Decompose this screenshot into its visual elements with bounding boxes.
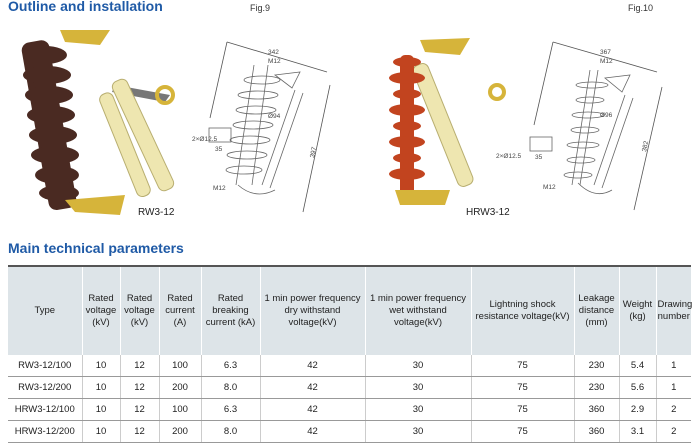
type-cell: RW3-12/200 [8, 376, 82, 399]
value-cell: 5.4 [618, 355, 656, 377]
value-cell: 100 [158, 355, 201, 377]
svg-text:M12: M12 [543, 184, 556, 191]
svg-text:Ø96: Ø96 [600, 112, 613, 119]
value-cell: 10 [81, 355, 120, 377]
hrw3-product-photo [389, 38, 506, 205]
value-cell: 42 [259, 398, 365, 421]
svg-text:367: 367 [600, 49, 611, 56]
svg-text:35: 35 [535, 154, 543, 161]
table-header-row: Type Rated voltage (kV) Rated voltage (k… [8, 265, 692, 355]
value-cell: 200 [158, 376, 201, 399]
value-cell: 100 [158, 398, 201, 421]
value-cell: 8.0 [200, 376, 260, 399]
value-cell: 10 [81, 398, 120, 421]
type-cell: RW3-12/100 [8, 355, 82, 377]
value-cell: 6.3 [200, 355, 260, 377]
svg-text:Ø94: Ø94 [268, 113, 281, 120]
column-header: Leakage distance (mm) [573, 265, 619, 355]
technical-parameters-table: Type Rated voltage (kV) Rated voltage (k… [8, 265, 692, 443]
column-header: Rated breaking current (kA) [200, 265, 260, 355]
dimension-labels: 367 M12 Ø96 2×Ø12.5 35 382 M12 [496, 49, 650, 191]
column-header: Rated voltage (kV) [119, 265, 159, 355]
svg-text:2×Ø12.5: 2×Ø12.5 [192, 136, 218, 143]
value-cell: 75 [470, 398, 574, 421]
value-cell: 8.0 [200, 420, 260, 443]
value-cell: 2.9 [618, 398, 656, 421]
svg-text:2×Ø12.5: 2×Ø12.5 [496, 153, 522, 160]
hrw3-dimension-drawing [529, 41, 663, 211]
value-cell: 5.6 [618, 376, 656, 399]
svg-text:397: 397 [309, 146, 318, 158]
value-cell: 12 [119, 355, 159, 377]
product-illustrations: 342 M12 Ø94 2×Ø12.5 35 397 M12 [21, 30, 663, 215]
rw3-dimension-drawing [208, 41, 331, 213]
column-header: Weight (kg) [618, 265, 656, 355]
value-cell: 30 [364, 398, 471, 421]
svg-text:M12: M12 [213, 185, 226, 192]
svg-text:35: 35 [215, 146, 223, 153]
value-cell: 10 [81, 376, 120, 399]
svg-text:342: 342 [268, 49, 279, 56]
column-header: 1 min power frequency dry withstand volt… [259, 265, 365, 355]
value-cell: 360 [573, 420, 619, 443]
value-cell: 1 [655, 376, 691, 399]
svg-text:382: 382 [641, 140, 650, 152]
value-cell: 75 [470, 355, 574, 377]
product-caption: RW3-12 [138, 207, 175, 218]
value-cell: 12 [119, 420, 159, 443]
value-cell: 1 [655, 355, 691, 377]
value-cell: 42 [259, 420, 365, 443]
column-header: Rated current (A) [158, 265, 201, 355]
column-header: Type [8, 265, 82, 355]
dimension-labels: 342 M12 Ø94 2×Ø12.5 35 397 M12 [192, 49, 318, 192]
value-cell: 2 [655, 420, 691, 443]
value-cell: 75 [470, 420, 574, 443]
value-cell: 42 [259, 355, 365, 377]
figure-label: Fig.10 [628, 3, 654, 13]
value-cell: 360 [573, 398, 619, 421]
column-header: Lightning shock resistance voltage(kV) [470, 265, 574, 355]
value-cell: 200 [158, 420, 201, 443]
svg-text:M12: M12 [600, 58, 613, 65]
value-cell: 10 [81, 420, 120, 443]
rw3-product-photo [21, 30, 175, 215]
column-header: 1 min power frequency wet withstand volt… [364, 265, 471, 355]
section-title-outline: Outline and installation [8, 0, 163, 14]
value-cell: 2 [655, 398, 691, 421]
value-cell: 30 [364, 420, 471, 443]
value-cell: 230 [573, 355, 619, 377]
type-cell: HRW3-12/200 [8, 420, 82, 443]
value-cell: 75 [470, 376, 574, 399]
figure-label: Fig.9 [250, 3, 271, 13]
product-caption: HRW3-12 [466, 207, 510, 218]
type-cell: HRW3-12/100 [8, 398, 82, 421]
value-cell: 3.1 [618, 420, 656, 443]
value-cell: 12 [119, 398, 159, 421]
value-cell: 30 [364, 355, 471, 377]
value-cell: 12 [119, 376, 159, 399]
value-cell: 6.3 [200, 398, 260, 421]
value-cell: 230 [573, 376, 619, 399]
column-header: Drawing number [655, 265, 692, 355]
svg-text:M12: M12 [268, 58, 281, 65]
value-cell: 30 [364, 376, 471, 399]
value-cell: 42 [259, 376, 365, 399]
column-header: Rated voltage (kV) [81, 265, 120, 355]
section-title-params: Main technical parameters [8, 240, 184, 256]
